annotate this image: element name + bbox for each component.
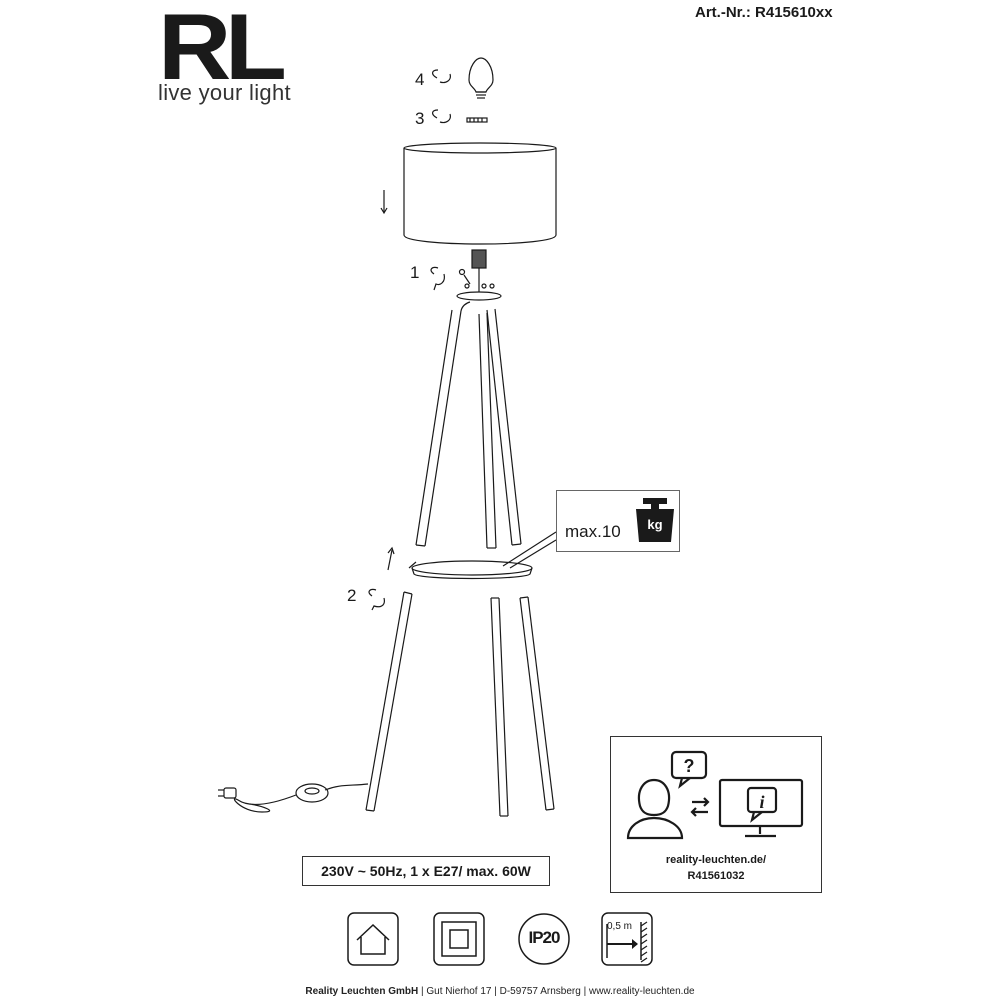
minimum-distance-icon: 0,5 m	[601, 912, 653, 966]
footer-separator: |	[494, 986, 500, 997]
support-url-line1: reality-leuchten.de/	[665, 854, 767, 866]
step-number-2: 2	[347, 586, 357, 605]
step-number-1: 1	[410, 263, 420, 282]
protection-class-ii-icon	[433, 912, 485, 966]
upper-leg-left	[415, 301, 471, 547]
footer-street: Gut Nierhof 17	[426, 986, 492, 997]
footer-separator: |	[583, 986, 589, 997]
footer-website-link[interactable]: www.reality-leuchten.de	[588, 986, 695, 997]
electrical-spec-box: 230V ~ 50Hz, 1 x E27/ max. 60W	[302, 856, 550, 886]
footer-city: D-59757 Arnsberg	[499, 986, 581, 997]
support-url-line2: R41561032	[687, 870, 745, 882]
svg-text:?: ?	[684, 756, 695, 776]
question-bubble-icon	[670, 750, 708, 789]
swap-arrows-icon	[690, 797, 710, 817]
brand-tagline: live your light	[158, 80, 291, 105]
power-cable	[324, 783, 369, 791]
lower-leg-middle	[490, 597, 509, 817]
foot-switch	[295, 783, 329, 803]
article-value: R415610xx	[755, 4, 833, 21]
lower-leg-right	[519, 596, 555, 811]
rotate-arrow-icon	[368, 588, 385, 611]
user-avatar-icon	[626, 778, 684, 840]
footer-separator: |	[421, 986, 427, 997]
indoor-use-icon	[347, 912, 399, 966]
power-plug-icon	[218, 787, 237, 799]
rotate-arrow-icon	[430, 266, 445, 291]
rotate-arrow-icon	[432, 109, 451, 124]
ip20-icon: IP20	[517, 912, 570, 966]
article-number: Art.-Nr.: R415610xx	[695, 4, 833, 21]
light-bulb-icon	[468, 57, 494, 99]
lower-leg-left	[365, 591, 413, 812]
weight-callout-box	[556, 490, 680, 552]
upper-leg-right	[486, 308, 522, 546]
weight-icon	[636, 498, 674, 542]
upper-leg-middle	[478, 312, 497, 549]
top-plate	[456, 291, 502, 301]
footer: Reality Leuchten GmbH | Gut Nierhof 17 |…	[0, 986, 1000, 997]
lamp-socket	[471, 249, 487, 269]
shelf-tray	[411, 560, 533, 580]
step-number-4: 4	[415, 70, 425, 89]
weight-unit-label: kg	[647, 517, 663, 532]
monitor-info-icon	[718, 778, 804, 838]
svg-text:i: i	[759, 792, 764, 812]
support-url[interactable]: reality-leuchten.de/ R41561032	[610, 852, 822, 884]
weight-limit-label: max.10	[565, 522, 621, 541]
footer-company: Reality Leuchten GmbH	[305, 986, 419, 997]
distance-label: 0,5 m	[607, 921, 633, 932]
lamp-shade	[403, 142, 557, 245]
ip-rating-label: IP20	[528, 928, 561, 947]
rotate-arrow-icon	[432, 69, 451, 84]
article-label: Art.-Nr.:	[695, 4, 751, 21]
online-support-box	[610, 736, 822, 893]
step-number-3: 3	[415, 109, 425, 128]
shade-ring-nut	[466, 117, 488, 123]
brand-logo: RL	[158, 0, 287, 99]
